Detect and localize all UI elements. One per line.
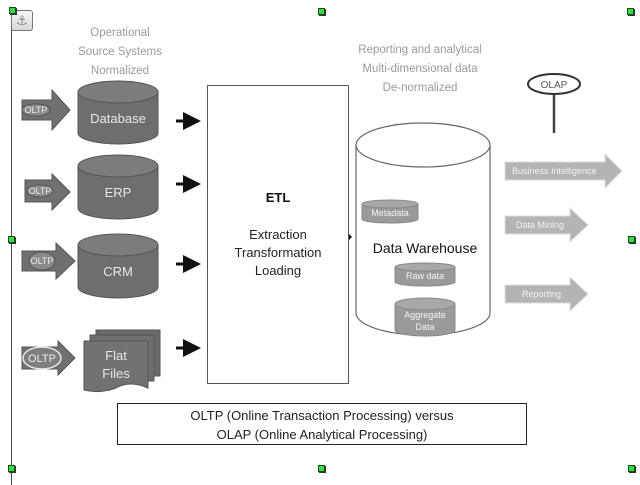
source-database: OLTP Database: [21, 80, 159, 145]
resize-handle-bottom-right[interactable]: [628, 465, 635, 472]
anchor-button[interactable]: ⚓: [11, 10, 33, 31]
oltp-arrow: OLTP: [21, 339, 76, 377]
caption-line: Operational: [90, 27, 150, 39]
output-data-mining[interactable]: Data Mining: [504, 206, 589, 244]
resize-handle-top-left[interactable]: [9, 7, 16, 14]
source-erp: OLTP ERP: [24, 154, 159, 220]
output-label: Business Intelligence: [512, 166, 597, 176]
etl-step: Loading: [254, 263, 302, 278]
source-flat-files: OLTP Flat Files: [21, 329, 161, 393]
resize-handle-middle-right[interactable]: [628, 236, 635, 243]
anchor-icon: ⚓: [16, 13, 28, 28]
caption-line: De-normalized: [382, 82, 458, 94]
oltp-badge-label: OLTP: [31, 256, 54, 266]
source-name-line1: Flat: [105, 348, 127, 363]
source-name: ERP: [105, 185, 132, 200]
etl-step: Extraction: [249, 227, 307, 242]
anchor-guide-line: [11, 8, 12, 485]
oltp-badge-label: OLTP: [28, 353, 56, 365]
caption-line: Reporting and analytical: [358, 44, 482, 56]
caption-line: Source Systems: [78, 46, 162, 58]
etl-title: ETL: [265, 190, 291, 205]
etl-description: Extraction Transformation Loading: [208, 226, 348, 280]
comparison-caption-box: OLTP (Online Transaction Processing) ver…: [117, 403, 527, 445]
source-name: CRM: [103, 264, 133, 279]
olap-label: OLAP: [541, 80, 568, 91]
data-warehouse: Data Warehouse Metadata Raw data Aggrega…: [355, 122, 491, 337]
resize-handle-bottom-left[interactable]: [8, 465, 15, 472]
output-business-intelligence[interactable]: Business Intelligence: [504, 152, 623, 190]
source-name-line2: Files: [102, 366, 130, 381]
output-label: Reporting: [522, 289, 561, 299]
oltp-badge-label: OLTP: [25, 105, 48, 115]
aggregate-label-line2: Data: [415, 322, 434, 332]
etl-step: Transformation: [234, 245, 322, 260]
olap-marker: OLAP: [527, 73, 581, 133]
data-warehouse-title: Data Warehouse: [373, 240, 478, 256]
caption-line: Normalized: [90, 65, 150, 77]
caption-line: Multi-dimensional data: [362, 63, 478, 75]
resize-handle-middle-left[interactable]: [8, 236, 15, 243]
resize-handle-bottom-center[interactable]: [318, 465, 325, 472]
oltp-arrow: OLTP: [21, 88, 71, 132]
warehouse-caption: Reporting and analytical Multi-dimension…: [345, 41, 495, 98]
metadata-label: Metadata: [371, 208, 409, 218]
output-reporting[interactable]: Reporting: [504, 275, 589, 313]
oltp-arrow: OLTP: [21, 241, 76, 281]
raw-data-store: Raw data: [394, 262, 456, 287]
aggregate-label-line1: Aggregate: [404, 310, 446, 320]
source-name: Database: [90, 111, 146, 126]
oltp-arrow: OLTP: [24, 172, 71, 212]
resize-handle-top-right[interactable]: [627, 8, 634, 15]
metadata-store: Metadata: [361, 199, 419, 224]
source-systems-caption: Operational Source Systems Normalized: [60, 24, 180, 81]
source-crm: OLTP CRM: [21, 233, 159, 299]
oltp-badge-label: OLTP: [29, 186, 52, 196]
output-label: Data Mining: [516, 220, 564, 230]
raw-data-label: Raw data: [406, 271, 444, 281]
caption-line2: OLAP (Online Analytical Processing): [216, 427, 428, 442]
aggregate-data-store: Aggregate Data: [394, 297, 456, 337]
caption-line1: OLTP (Online Transaction Processing) ver…: [190, 408, 454, 423]
etl-box: ETL Extraction Transformation Loading: [207, 85, 349, 384]
resize-handle-top-center[interactable]: [318, 8, 325, 15]
